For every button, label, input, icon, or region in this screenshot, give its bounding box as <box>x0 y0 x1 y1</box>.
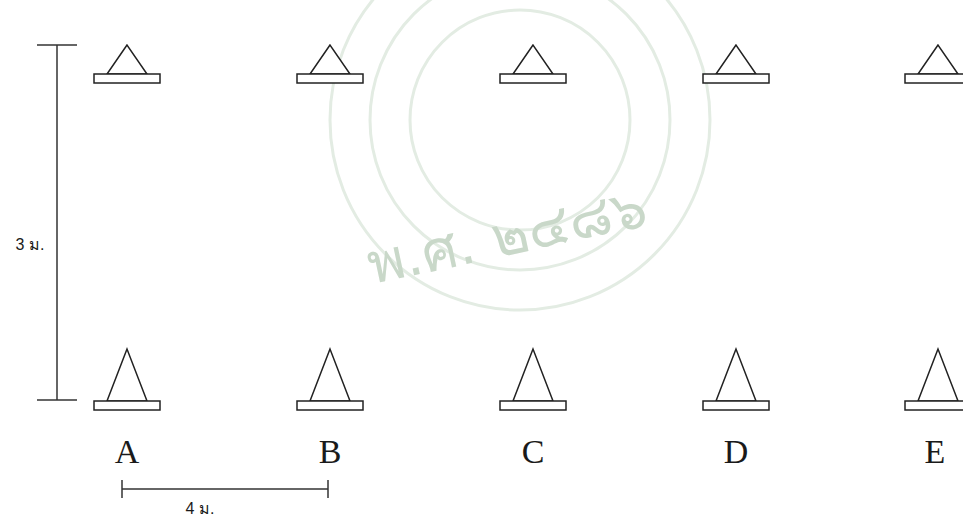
cone-body <box>716 349 756 401</box>
cone-base <box>703 401 769 410</box>
cone-label: D <box>724 435 749 469</box>
traffic-cones <box>94 45 963 410</box>
dimension-label: 3 ม. <box>16 237 45 253</box>
cone-body <box>513 349 553 401</box>
dimension-tick <box>327 480 329 498</box>
horizontal-dimension <box>122 488 328 490</box>
cone-label: C <box>522 435 545 469</box>
cone-base <box>703 74 769 83</box>
cone-body <box>716 45 756 74</box>
cone-base <box>297 74 363 83</box>
cone-base <box>905 74 963 83</box>
dimension-lines <box>37 45 328 498</box>
cone-body <box>107 349 147 401</box>
dimension-tick <box>37 399 77 401</box>
cone-label: B <box>319 435 342 469</box>
cone-label: E <box>925 435 946 469</box>
cone-body <box>310 45 350 74</box>
dimension-label: 4 ม. <box>186 501 215 517</box>
cone-body <box>513 45 553 74</box>
dimension-tick <box>121 480 123 498</box>
dimension-tick <box>37 44 77 46</box>
cone-base <box>500 401 566 410</box>
cone-base <box>905 401 963 410</box>
cone-body <box>918 45 958 74</box>
cone-label: A <box>115 435 140 469</box>
cone-body <box>310 349 350 401</box>
cone-base <box>297 401 363 410</box>
cone-base <box>94 401 160 410</box>
cone-base <box>500 74 566 83</box>
watermark-seal <box>330 0 710 310</box>
watermark-text: พ.ศ. ๒๔๘๖ <box>362 179 652 293</box>
vertical-dimension <box>56 45 58 400</box>
cone-body <box>107 45 147 74</box>
cone-body <box>918 349 958 401</box>
cone-base <box>94 74 160 83</box>
